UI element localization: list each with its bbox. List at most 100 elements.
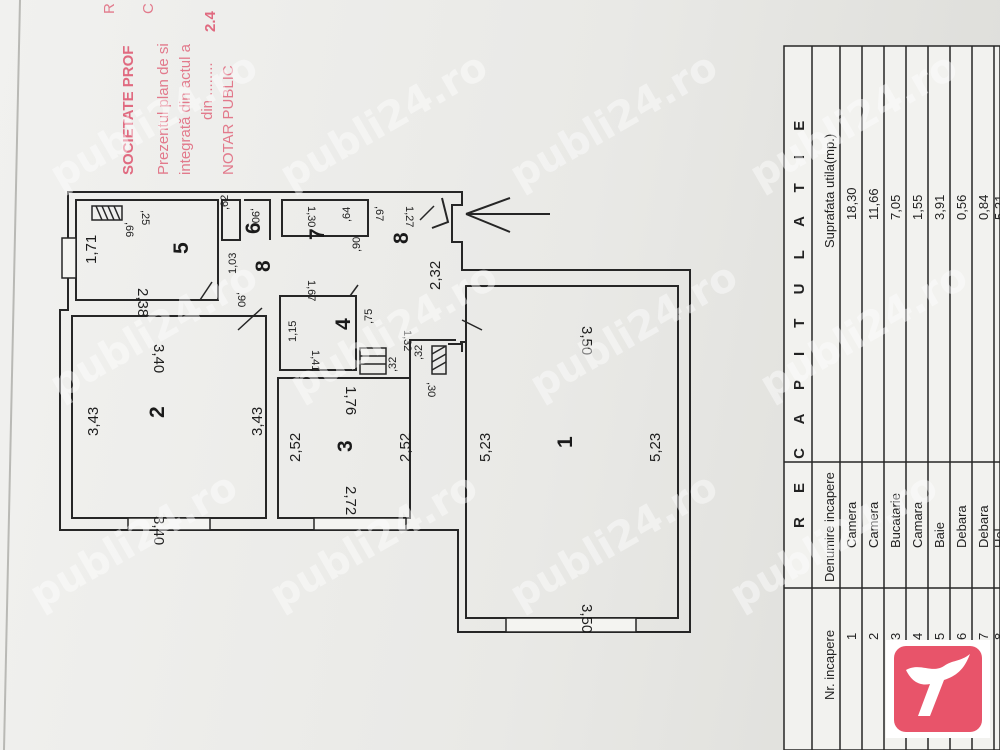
watermarks: publi24.ro publi24.ro publi24.ro publi24…: [22, 43, 975, 618]
dim-misc-2: ,32: [387, 357, 399, 372]
dim-r2-left: 3,43: [85, 407, 102, 436]
row-5-name: Baie: [932, 522, 947, 548]
dimension-labels: 3,50 3,50 5,23 5,23 3,40 3,40 3,43 3,43 …: [83, 195, 664, 634]
row-3-area: 7,05: [888, 195, 903, 220]
stamp-corner-2: C: [140, 3, 157, 14]
row-7-area: 0,84: [976, 195, 991, 220]
row-1-nr: 1: [844, 633, 859, 640]
room-number-8b: 8: [390, 232, 413, 244]
row-1-area: 18,30: [844, 187, 859, 220]
room-numbers: 1 2 3 4 5 6 7 8 8: [146, 222, 577, 452]
room-number-5: 5: [170, 242, 193, 254]
dim-r5-h: 1,71: [83, 235, 100, 264]
row-7-nr: 7: [976, 633, 991, 640]
notary-stamp: SOCIETATE PROF Prezentul plan de si inte…: [101, 3, 237, 175]
dim-r5-w: 2,38: [134, 288, 151, 317]
watermark-6: publi24.ro: [282, 253, 505, 408]
windows: [61, 237, 637, 633]
dim-r2-bottom: 3,40: [150, 516, 167, 545]
dim-r3-bottom: 2,72: [342, 486, 359, 515]
dim-r8-d2: 2,32: [427, 261, 444, 290]
watermark-2: publi24.ro: [272, 43, 495, 198]
dim-r8-d1: ,90: [351, 237, 363, 252]
row-8-name: Hol: [992, 528, 1000, 548]
dim-r3-top: 1,76: [342, 386, 359, 415]
dim-r8-d3: 1,27: [403, 206, 415, 227]
dim-r1-top: 3,50: [578, 326, 595, 355]
dim-r6-d2: ,90: [249, 208, 261, 223]
dim-r2-right: 3,43: [249, 407, 266, 436]
row-1-name: Camera: [844, 501, 859, 548]
row-8-nr: 8: [992, 633, 1000, 640]
room-number-2: 2: [146, 406, 169, 418]
watermark-10: publi24.ro: [262, 463, 485, 618]
stamp-line-5: NOTAR PUBLIC: [220, 65, 237, 175]
dim-r3-right: 2,52: [397, 433, 414, 462]
row-5-area: 3,91: [932, 195, 947, 220]
row-6-area: 0,56: [954, 195, 969, 220]
row-5-nr: 5: [932, 633, 947, 640]
window-room-5: [61, 237, 77, 279]
dim-r4-side: ,75: [363, 309, 375, 324]
row-2-nr: 2: [866, 633, 881, 640]
room-number-4: 4: [332, 318, 355, 330]
window-room-2: [127, 517, 211, 531]
room-number-7: 7: [306, 228, 329, 240]
brand-logo-badge: [886, 640, 990, 738]
dim-r5-d1: ,25: [139, 210, 151, 225]
dim-r1-right: 5,23: [647, 433, 664, 462]
dim-misc-4: ,30: [425, 382, 437, 397]
watermark-11: publi24.ro: [502, 463, 725, 618]
dim-r4-h: 1,15: [287, 321, 299, 342]
row-7-name: Debara: [976, 505, 991, 548]
recap-table-text: R E C A P I T U L A T I E Nr. incapere D…: [791, 111, 1000, 700]
row-4-area: 1,55: [910, 195, 925, 220]
dim-r7-d2: ,64: [341, 207, 353, 222]
row-3-nr: 3: [888, 633, 903, 640]
dim-r4-w: 1,41: [309, 350, 321, 371]
col-header-name: Denumire incapere: [822, 472, 837, 582]
dim-r4-top: 1,67: [305, 280, 317, 301]
row-4-nr: 4: [910, 633, 925, 640]
dim-r2-top: 3,40: [150, 344, 167, 373]
dim-misc-3: ,32: [413, 345, 425, 360]
dim-r5-d3: ,90: [235, 292, 247, 307]
stamp-corner-3: 2.4: [202, 10, 219, 32]
dim-r6-d3: 1,03: [227, 253, 239, 274]
window-room-1: [505, 617, 637, 633]
dim-r7-d3: ,67: [373, 206, 385, 221]
stamp-line-4: din ........: [199, 62, 216, 120]
row-2-area: 11,66: [866, 188, 881, 220]
window-room-3: [313, 517, 407, 531]
entrance-arrow: [465, 197, 550, 233]
dim-r5-d2: ,66: [123, 222, 135, 237]
room-number-3: 3: [334, 440, 357, 452]
stamp-line-3: integrată din actul a: [177, 43, 194, 175]
dim-r6-d1: ,62: [219, 195, 231, 210]
stamp-line-2: Prezentul plan de si: [155, 43, 172, 175]
dim-r1-left: 5,23: [477, 433, 494, 462]
brand-logo-icon: [894, 646, 982, 732]
watermark-7: publi24.ro: [522, 253, 745, 408]
watermark-9: publi24.ro: [22, 463, 245, 618]
row-8-area: 5,21: [992, 195, 1000, 220]
stair-hatches: [91, 205, 447, 375]
col-header-area: Suprafata utila(mp.): [822, 134, 837, 248]
recap-title: R E C A P I T U L A T I E: [791, 111, 808, 528]
row-3-name: Bucatarie: [888, 493, 903, 548]
row-4-name: Camara: [910, 501, 925, 548]
room-number-8a: 8: [252, 260, 275, 272]
dim-r3-left: 2,52: [287, 433, 304, 462]
row-6-name: Debara: [954, 505, 969, 548]
dim-r1-bottom: 3,50: [578, 604, 595, 633]
recap-table: [783, 45, 1000, 750]
dim-r7-d1: 1,30: [305, 206, 317, 227]
row-6-nr: 6: [954, 633, 969, 640]
stamp-line-1: SOCIETATE PROF: [120, 46, 137, 175]
dim-misc-1: 1,32: [401, 330, 413, 351]
col-header-nr: Nr. incapere: [822, 630, 837, 700]
room-number-1: 1: [554, 436, 577, 448]
watermark-3: publi24.ro: [502, 43, 725, 198]
room-number-6: 6: [242, 222, 265, 234]
